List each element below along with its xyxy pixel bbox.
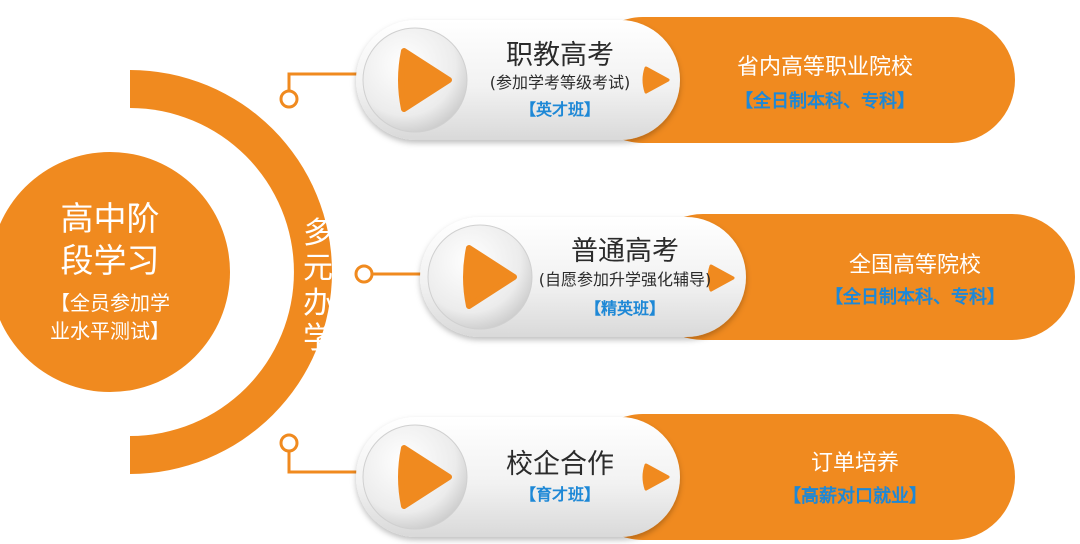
branch-3-dest-title: 订单培养 [810,451,899,476]
play-icon [398,445,452,509]
branch-2-dest-note: 【全日制本科、专科】 [825,287,1005,308]
branch-3-badge: 【育才班】 [519,485,600,504]
branch-1 [356,17,1015,143]
chevron-right-icon [642,463,670,491]
connector-dot-top [279,89,299,109]
branch-2-dest-pill [640,214,1075,340]
hub-title-line2: 段学习 [60,241,160,280]
connector-dots [279,89,374,453]
branch-1-dest-title: 省内高等职业院校 [736,55,913,80]
arc-label-char: 办 [303,286,333,321]
arc-label-char: 多 [303,216,333,251]
hub-note-line1: 【全员参加学 [50,291,170,315]
connector-dot-bottom [279,433,299,453]
connector-top [287,72,360,98]
play-icon [398,48,452,112]
branch-2-dest-title: 全国高等院校 [848,253,981,278]
branch-2-title: 普通高考 [571,236,679,267]
branch-1-badge: 【英才班】 [519,100,600,119]
chevron-right-icon [707,264,735,292]
branch-2-badge: 【精英班】 [584,299,665,318]
hub-title-line1: 高中阶 [60,199,160,238]
hub-circle [0,152,230,392]
branch-2-subtitle: (自愿参加升学强化辅导) [538,270,712,289]
arc-label-char: 元 [303,251,333,286]
branch-1-title: 职教高考 [506,40,614,71]
play-icon [463,245,517,309]
branch-2 [420,214,1075,340]
branch-3-dest-note: 【高薪对口就业】 [783,486,927,507]
branch-1-subtitle: (参加学考等级考试) [489,73,631,92]
chevron-right-icon [642,66,670,94]
branch-3 [356,414,1015,540]
hub-note-line2: 业水平测试】 [50,319,170,343]
arc-label-char: 学 [303,321,333,356]
branch-3-dest-pill [580,414,1015,540]
branch-1-dest-pill [580,17,1015,143]
branch-1-dest-note: 【全日制本科、专科】 [735,91,915,112]
connector-dot-middle [354,264,374,284]
branch-3-title: 校企合作 [506,449,614,480]
connector-bottom [287,444,360,474]
